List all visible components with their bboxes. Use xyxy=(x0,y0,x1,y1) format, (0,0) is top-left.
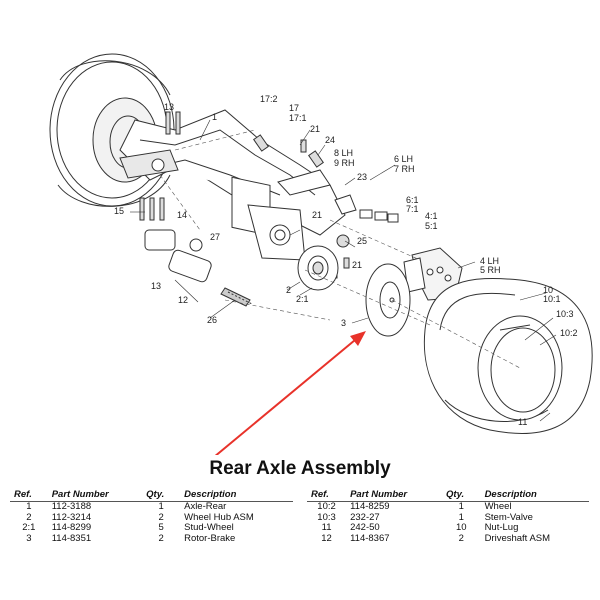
wheel-hub xyxy=(297,245,339,291)
cell-part: 114-8351 xyxy=(51,532,92,544)
callout-6-1: 6:1 xyxy=(406,195,419,205)
cell-qty: 2 xyxy=(158,532,164,544)
col-qty: Qty. xyxy=(442,489,481,502)
cell-part: 112-3214 xyxy=(51,511,92,523)
table-row: 1 112-3188 1 Axle-Rear xyxy=(10,501,293,513)
callout-23: 23 xyxy=(357,172,367,182)
cell-ref: 10:2 xyxy=(317,501,336,512)
callout-10: 10 xyxy=(543,285,553,295)
cell-desc: Axle-Rear xyxy=(184,501,227,512)
callout-10-3: 10:3 xyxy=(556,309,574,319)
cell-part: 242-50 xyxy=(350,522,380,534)
cell-qty: 10 xyxy=(456,522,467,534)
col-ref: Ref. xyxy=(10,489,48,502)
callout-11: 11 xyxy=(518,417,527,427)
brake-rotor xyxy=(365,263,411,337)
callout-8lh: 8 LH xyxy=(334,148,353,158)
cell-qty: 1 xyxy=(158,501,164,512)
cell-qty: 5 xyxy=(158,522,164,534)
table-row: 10:3 232-27 1 Stem-Valve xyxy=(307,511,589,524)
brake-parts xyxy=(277,169,463,301)
cell-desc: Stud-Wheel xyxy=(184,522,234,534)
cell-desc: Wheel xyxy=(484,501,512,512)
cell-part: 232-27 xyxy=(350,511,380,523)
cell-part: 114-8259 xyxy=(350,501,390,512)
callout-2-1: 2:1 xyxy=(296,294,309,304)
driveshaft xyxy=(144,229,253,307)
cell-desc: Stem-Valve xyxy=(484,511,533,523)
callout-10-2: 10:2 xyxy=(560,328,578,338)
assembly-lines xyxy=(159,129,521,369)
cell-part: 114-8367 xyxy=(350,532,390,544)
red-pointer-arrow xyxy=(214,331,366,455)
col-part-number: Part Number xyxy=(346,489,443,502)
callout-3: 3 xyxy=(341,318,346,328)
table-header: Ref. Part Number Qty. Description xyxy=(10,489,293,502)
callout-21a: 21 xyxy=(310,124,320,134)
callout-1: 1 xyxy=(212,112,217,122)
callout-13b: 13 xyxy=(151,281,161,291)
callout-5-1: 5:1 xyxy=(425,221,438,231)
callout-13a: 13 xyxy=(164,102,174,112)
cell-ref: 12 xyxy=(321,532,332,544)
table-row: 11 242-50 10 Nut-Lug xyxy=(307,523,589,534)
callout-17-1: 17:1 xyxy=(289,113,307,123)
callout-26: 26 xyxy=(207,315,217,325)
table-header: Ref. Part Number Qty. Description xyxy=(307,489,589,502)
table-row: 3 114-8351 2 Rotor-Brake xyxy=(10,532,293,545)
cell-ref: 2:1 xyxy=(22,522,36,534)
callout-10-1: 10:1 xyxy=(543,294,561,304)
cell-desc: Nut-Lug xyxy=(484,522,519,534)
callout-25: 25 xyxy=(357,236,367,246)
axle-frame xyxy=(119,109,346,261)
col-ref: Ref. xyxy=(307,489,347,502)
callout-6lh: 6 LH xyxy=(394,154,413,164)
table-row: 2:1 114-8299 5 Stud-Wheel xyxy=(10,523,293,534)
parts-table-left: Ref. Part Number Qty. Description 1 112-… xyxy=(10,489,293,544)
cell-ref: 3 xyxy=(26,532,32,544)
callout-14: 14 xyxy=(177,210,187,220)
leader-lines xyxy=(130,119,557,422)
callout-21c: 21 xyxy=(352,260,362,270)
cell-desc: Rotor-Brake xyxy=(184,532,236,544)
table-row: 10:2 114-8259 1 Wheel xyxy=(307,501,589,513)
callout-5rh: 5 RH xyxy=(480,265,501,275)
col-qty: Qty. xyxy=(142,489,181,502)
callout-4lh: 4 LH xyxy=(480,256,499,266)
col-part-number: Part Number xyxy=(47,489,143,502)
callout-7-1: 7:1 xyxy=(406,204,419,214)
table-row: 12 114-8367 2 Driveshaft ASM xyxy=(307,532,589,545)
callout-9rh: 9 RH xyxy=(334,158,355,168)
right-wheel xyxy=(423,277,593,434)
cell-ref: 10:3 xyxy=(317,511,336,523)
callout-24: 24 xyxy=(325,135,335,145)
cell-qty: 2 xyxy=(158,511,164,523)
callout-27: 27 xyxy=(210,232,220,242)
callout-17: 17 xyxy=(289,103,299,113)
callout-21b: 21 xyxy=(312,210,322,220)
cell-desc: Driveshaft ASM xyxy=(484,532,551,544)
col-description: Description xyxy=(480,489,589,502)
callout-15: 15 xyxy=(114,206,124,216)
parts-table-right: Ref. Part Number Qty. Description 10:2 1… xyxy=(307,489,589,544)
table-row: 2 112-3214 2 Wheel Hub ASM xyxy=(10,511,293,524)
callout-labels: 13 17:2 17 17:1 1 21 24 8 LH 9 RH 6 LH 7… xyxy=(114,94,578,427)
col-description: Description xyxy=(180,489,293,502)
callout-7rh: 7 RH xyxy=(394,164,415,174)
cell-qty: 1 xyxy=(458,511,464,523)
callout-4-1: 4:1 xyxy=(425,211,438,221)
cell-part: 114-8299 xyxy=(51,522,92,534)
cell-qty: 1 xyxy=(458,501,464,512)
cell-ref: 11 xyxy=(321,522,332,534)
exploded-diagram: 13 17:2 17 17:1 1 21 24 8 LH 9 RH 6 LH 7… xyxy=(49,53,593,455)
callout-17-2: 17:2 xyxy=(260,94,278,104)
callout-2: 2 xyxy=(286,285,291,295)
callout-12: 12 xyxy=(178,295,188,305)
cell-ref: 1 xyxy=(26,501,32,512)
cell-qty: 2 xyxy=(458,532,464,544)
page-title: Rear Axle Assembly xyxy=(209,458,391,479)
cell-desc: Wheel Hub ASM xyxy=(184,511,254,523)
cell-part: 112-3188 xyxy=(51,501,92,512)
cell-ref: 2 xyxy=(26,511,32,523)
